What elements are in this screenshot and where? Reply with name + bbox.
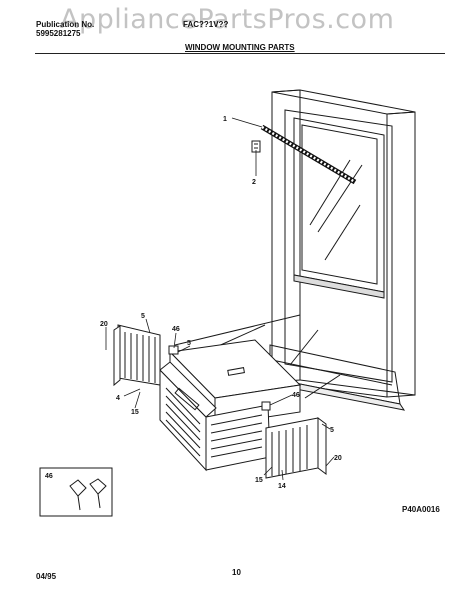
inset-box	[39, 467, 113, 517]
callout-label: 4	[116, 395, 120, 402]
callout-label: 5	[187, 340, 191, 347]
callout-label: 14	[278, 483, 286, 490]
publication-number: 5995281275	[36, 29, 81, 38]
right-side-curtain	[265, 417, 327, 479]
callout-label: 1	[223, 116, 227, 123]
header-rule	[35, 53, 445, 54]
callout-label: 46	[172, 326, 180, 333]
mounting-brackets	[168, 345, 271, 411]
callout-labels: 1 2 5 20 46 5 4 15 46 5 20 15 14 46	[45, 116, 342, 490]
watermark: AppliancePartsPros.com	[60, 4, 395, 35]
callout-label: 20	[334, 455, 342, 462]
footer-page-number: 10	[232, 568, 241, 577]
window-frame	[269, 89, 416, 411]
section-title: WINDOW MOUNTING PARTS	[185, 43, 295, 52]
model-code: FAC??1V??	[183, 20, 229, 29]
leader-lines	[105, 117, 335, 481]
footer-date: 04/95	[36, 572, 57, 581]
callout-label: 15	[131, 409, 139, 416]
callout-label: 5	[141, 313, 145, 320]
publication-label: Publication No.	[36, 20, 95, 29]
installation-guide-lines	[174, 314, 341, 399]
window-sash	[293, 117, 385, 299]
callout-label: 46	[292, 392, 300, 399]
left-side-curtain	[113, 324, 161, 387]
top-seal-strip	[251, 124, 357, 185]
callout-label: 20	[100, 321, 108, 328]
callout-label: 5	[330, 427, 334, 434]
air-conditioner-unit	[159, 339, 302, 472]
callout-label: 2	[252, 179, 256, 186]
callout-label: 15	[255, 477, 263, 484]
callout-label: 46	[45, 473, 53, 480]
diagram-code: P40A0016	[402, 505, 440, 514]
